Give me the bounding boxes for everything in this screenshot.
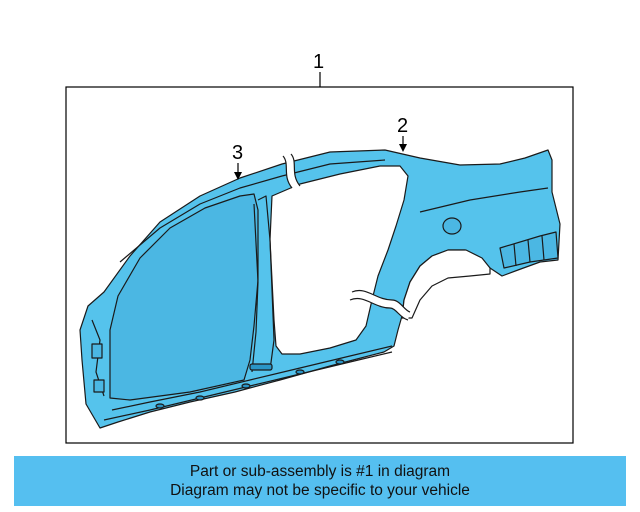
front-door-opening xyxy=(109,193,259,401)
callout-3: 3 xyxy=(232,142,243,164)
hinge-plate-lower xyxy=(93,379,105,393)
callout-2: 2 xyxy=(397,115,408,137)
banner-line-2: Diagram may not be specific to your vehi… xyxy=(170,482,470,499)
bracket-rib-2 xyxy=(527,239,531,263)
b-pillar xyxy=(257,195,275,371)
roof-rail-edge xyxy=(119,159,386,263)
info-banner: Part or sub-assembly is #1 in diagram Di… xyxy=(14,456,626,506)
leader-arrow-2 xyxy=(399,144,407,152)
break-mark-roof xyxy=(282,153,301,189)
leader-arrow-3 xyxy=(234,172,242,180)
break-mark-pillar xyxy=(349,290,411,321)
sill-slot xyxy=(249,363,273,371)
fuel-filler-door xyxy=(442,217,462,235)
banner-line-1: Part or sub-assembly is #1 in diagram xyxy=(189,463,451,480)
bracket-rib-3 xyxy=(541,235,545,261)
bracket-rib-1 xyxy=(513,243,517,267)
body-side-panel xyxy=(79,149,561,429)
b-pillar-inner xyxy=(251,203,259,373)
parts-diagram: 1 xyxy=(65,51,574,444)
hinge-plate-upper xyxy=(91,343,103,359)
callout-1: 1 xyxy=(313,51,324,73)
quarter-body-line xyxy=(419,187,549,213)
rocker-holes xyxy=(155,359,345,409)
rocker-sill xyxy=(111,345,393,411)
